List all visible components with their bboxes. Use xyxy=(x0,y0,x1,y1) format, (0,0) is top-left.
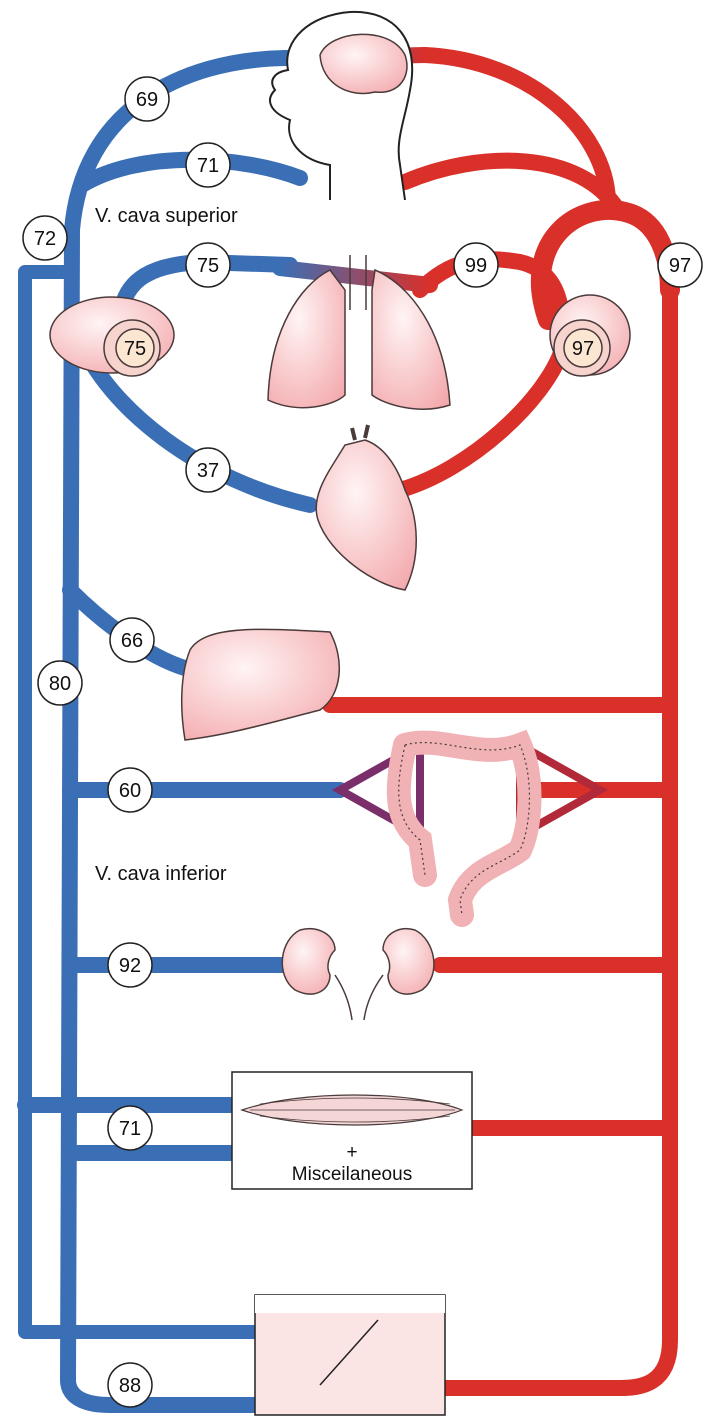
skin-hair xyxy=(319,1319,379,1386)
badge-right-eye-inner-value: 97 xyxy=(572,338,594,360)
badge-aorta: 97 xyxy=(657,242,703,288)
badge-kidney: 92 xyxy=(107,942,153,988)
badge-muscle: 71 xyxy=(107,1105,153,1151)
badge-aorta-value: 97 xyxy=(669,255,691,277)
head-artery-arc xyxy=(417,47,616,208)
badge-right-eye-inner: 97 xyxy=(563,328,603,368)
head-silhouette xyxy=(269,10,414,201)
kidneys-organ xyxy=(281,928,435,1021)
left-lung xyxy=(267,269,346,409)
left-kidney xyxy=(281,928,336,995)
badge-svc: 72 xyxy=(22,215,68,261)
badge-svc-value: 72 xyxy=(34,228,56,250)
intestine-organ xyxy=(386,729,542,927)
badge-lung-artery-value: 99 xyxy=(465,255,487,277)
badge-left-eye-vessel: 75 xyxy=(185,242,231,288)
heart xyxy=(315,439,417,591)
right-heart-artery xyxy=(392,342,570,498)
colon-outline xyxy=(398,741,531,916)
muscle-striations xyxy=(250,1097,455,1123)
liver-organ xyxy=(180,628,341,741)
muscle-frame xyxy=(231,1071,473,1190)
skin-box xyxy=(254,1294,446,1416)
vena-cava-inferior-label: V. cava inferior xyxy=(95,863,227,885)
badge-kidney-value: 92 xyxy=(119,955,141,977)
muscle-box: + Misceilaneous xyxy=(231,1071,473,1190)
heart-vessels xyxy=(350,424,370,441)
badge-liver: 66 xyxy=(109,617,155,663)
trachea xyxy=(349,255,367,310)
badge-coronary-value: 37 xyxy=(197,460,219,482)
svc-trunk xyxy=(60,222,80,1388)
badge-left-eye-inner-value: 75 xyxy=(124,338,146,360)
badge-muscle-value: 71 xyxy=(119,1118,141,1140)
liver xyxy=(180,628,341,741)
badge-skin: 88 xyxy=(107,1362,153,1408)
badge-ivc: 80 xyxy=(37,660,83,706)
badge-head-lower: 71 xyxy=(185,142,231,188)
skin-frame xyxy=(254,1294,446,1416)
head-artery-inner xyxy=(397,152,626,218)
badge-head-lower-value: 71 xyxy=(197,155,219,177)
heart-organ xyxy=(315,424,417,591)
lungs xyxy=(267,255,451,410)
lung-artery xyxy=(412,251,570,328)
right-lung xyxy=(371,268,451,410)
right-kidney xyxy=(382,928,435,995)
descending-aorta xyxy=(437,282,678,1396)
skin-vein xyxy=(60,1372,266,1413)
badge-head-upper: 69 xyxy=(124,76,170,122)
venous-vessels xyxy=(17,50,348,1413)
badge-left-eye-inner: 75 xyxy=(115,328,155,368)
badge-liver-value: 66 xyxy=(121,630,143,652)
badge-ivc-value: 80 xyxy=(49,673,71,695)
badge-lung-artery: 99 xyxy=(453,242,499,288)
muscle-caption: Misceilaneous xyxy=(292,1164,412,1185)
lung-mixed-join xyxy=(272,260,438,293)
muscle-plus: + xyxy=(346,1142,357,1163)
badge-head-upper-value: 69 xyxy=(136,89,158,111)
brain xyxy=(319,33,408,95)
badge-skin-value: 88 xyxy=(119,1375,141,1397)
badge-intestine-value: 60 xyxy=(119,780,141,802)
skin-top-band xyxy=(255,1295,445,1313)
badge-left-eye-vessel-value: 75 xyxy=(197,255,219,277)
badge-intestine: 60 xyxy=(107,767,153,813)
intestine-left-triangle xyxy=(331,738,424,842)
ureters xyxy=(334,974,384,1021)
value-badges: 69 71 72 75 75 99 97 97 xyxy=(22,76,703,1408)
outer-vein-bypass xyxy=(18,265,265,1339)
vena-cava-superior-label: V. cava superior xyxy=(95,205,238,227)
badge-coronary: 37 xyxy=(185,447,231,493)
